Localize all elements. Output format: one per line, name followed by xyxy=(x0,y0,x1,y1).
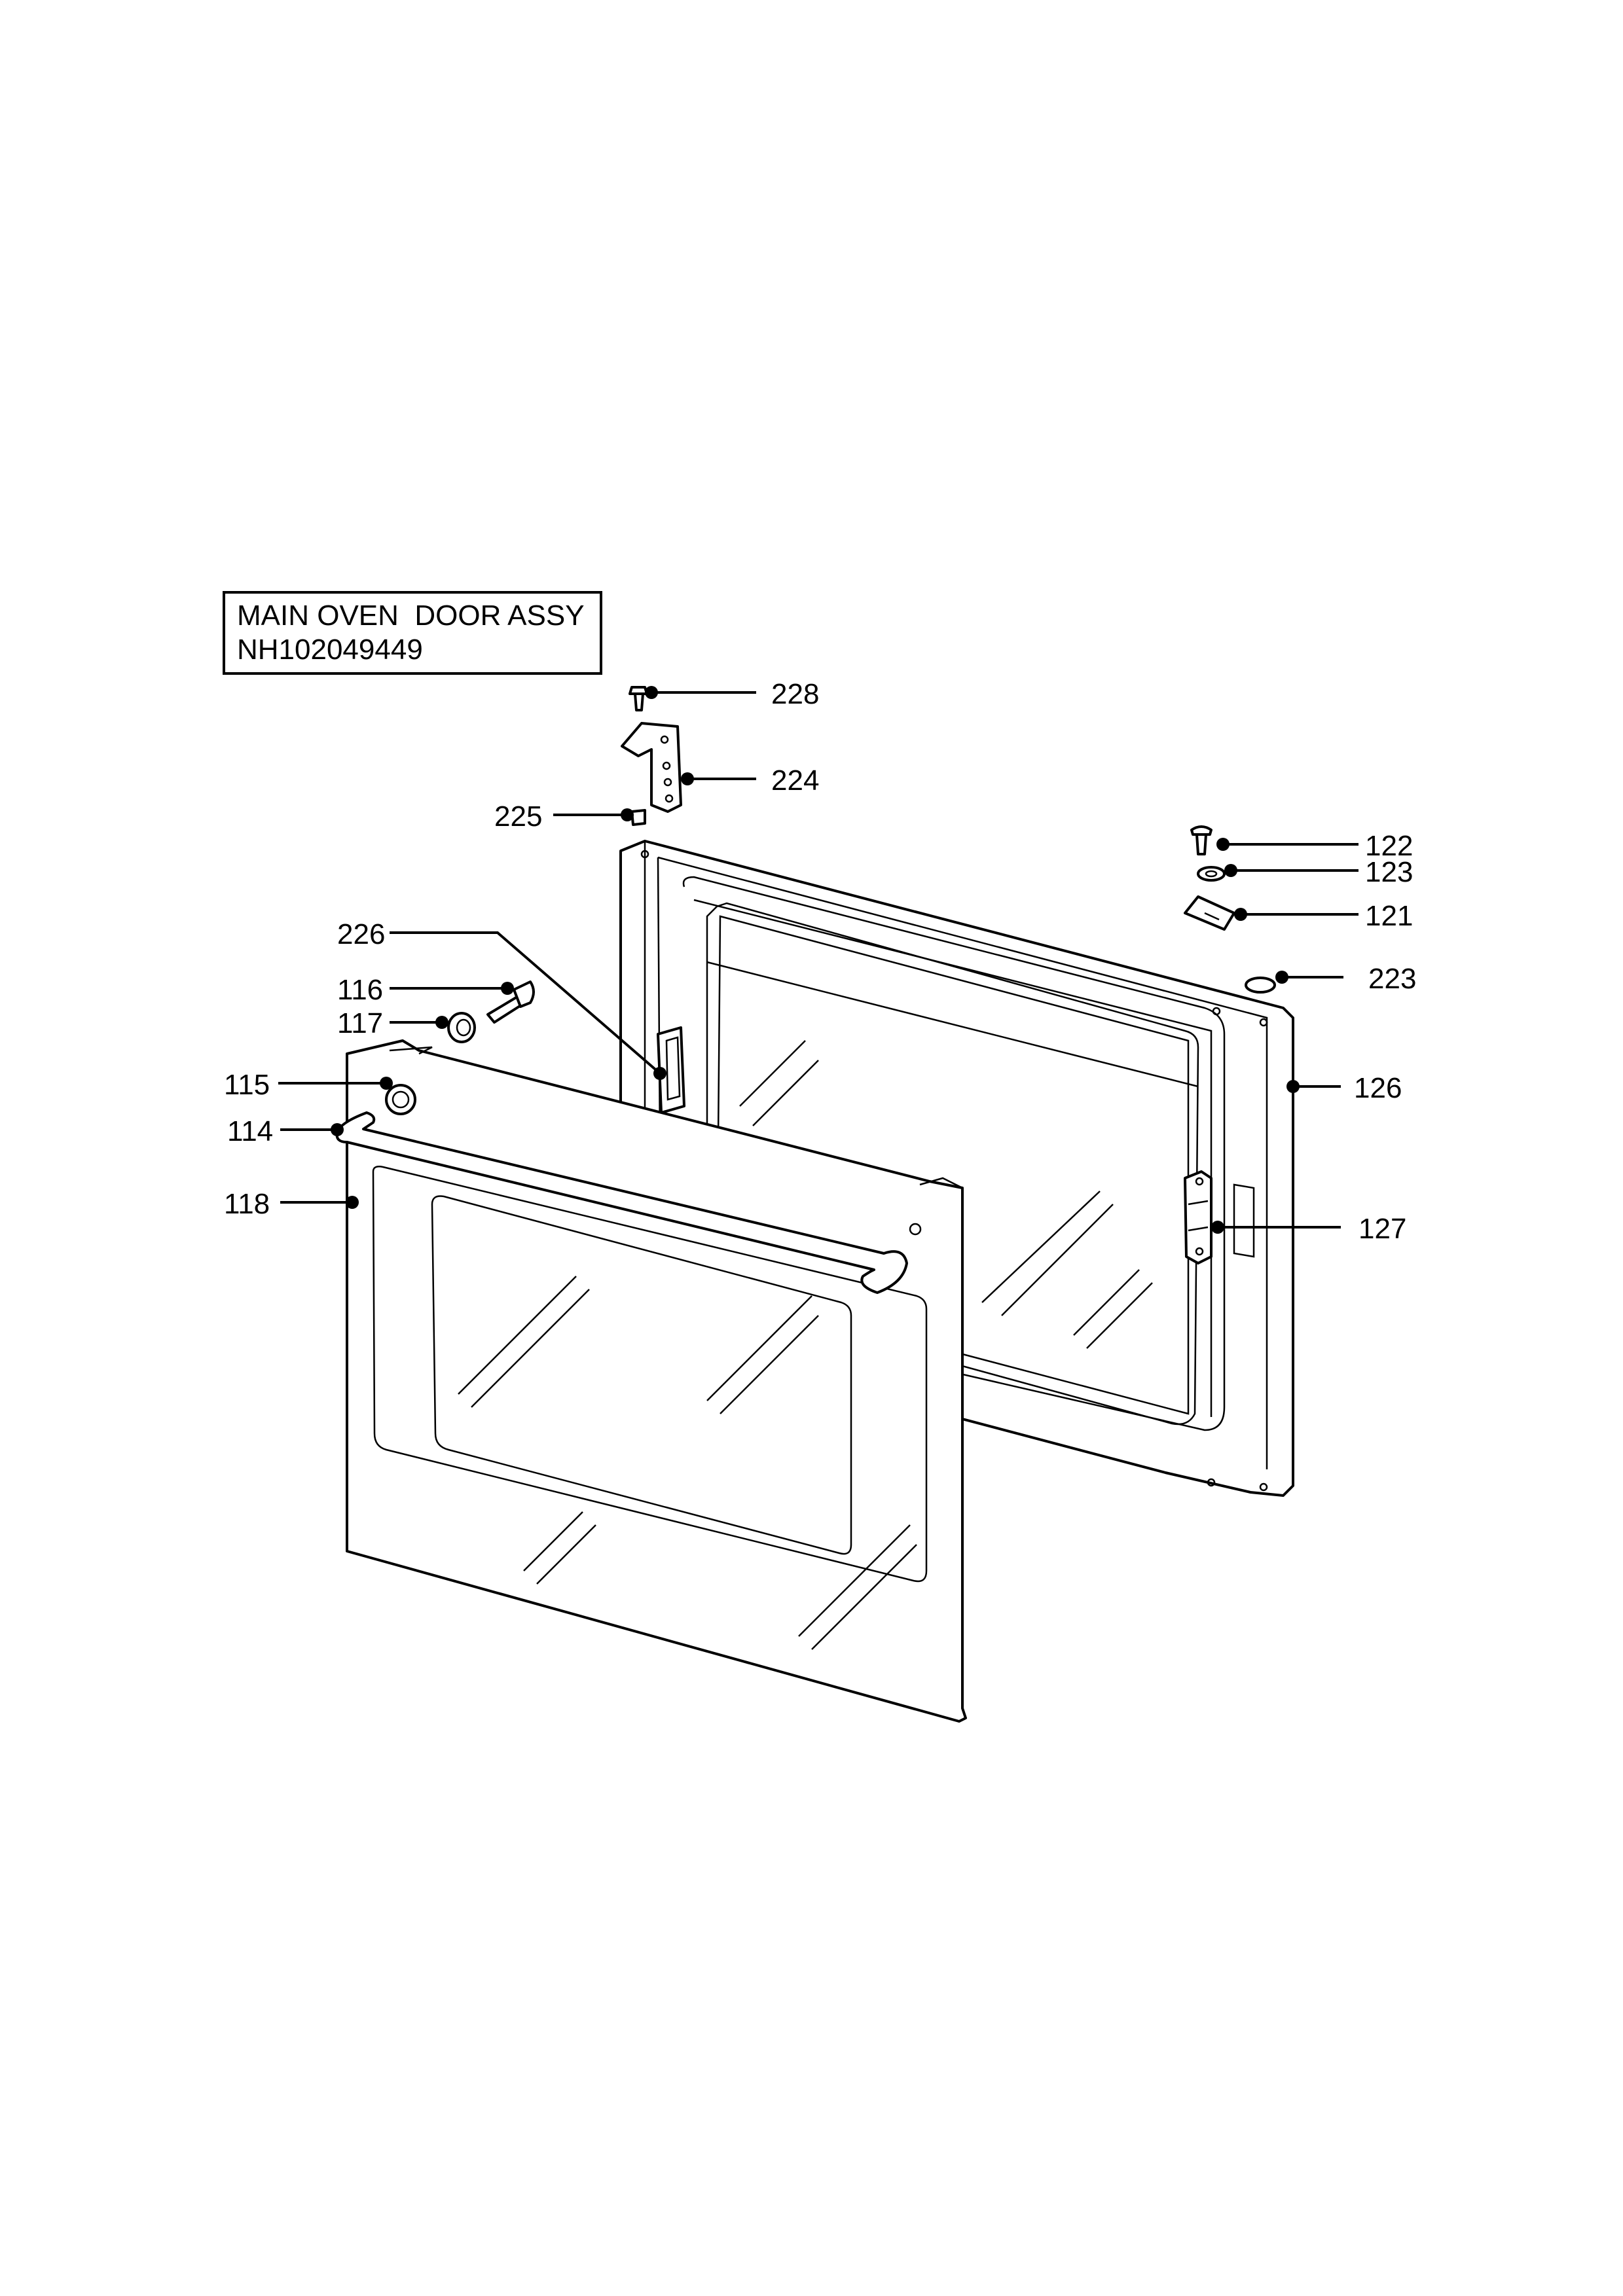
hinge-receiver-226 xyxy=(657,1026,685,1114)
callout-114: 114 xyxy=(227,1115,273,1147)
door-handle-114 xyxy=(335,1111,908,1294)
callout-224: 224 xyxy=(771,764,819,797)
callout-123: 123 xyxy=(1365,856,1413,888)
handle-mount-115 xyxy=(385,1084,416,1115)
door-catch-127 xyxy=(1184,1170,1213,1265)
outer-door-glass xyxy=(346,1039,967,1723)
callout-122: 122 xyxy=(1365,830,1413,862)
callout-223: 223 xyxy=(1368,963,1416,995)
callout-121: 121 xyxy=(1365,900,1413,932)
washer-123 xyxy=(1197,866,1226,882)
screw-116 xyxy=(486,980,535,1024)
callout-226: 226 xyxy=(337,918,385,950)
callout-117: 117 xyxy=(337,1007,383,1039)
callout-116: 116 xyxy=(337,974,383,1006)
nut-225 xyxy=(630,809,646,826)
leader-lines xyxy=(278,686,1359,1234)
callout-225: 225 xyxy=(494,800,542,833)
washer-223 xyxy=(1245,977,1276,994)
callout-118: 118 xyxy=(224,1188,270,1220)
part-number: NH102049449 xyxy=(237,634,423,666)
callout-126: 126 xyxy=(1354,1072,1402,1104)
callout-228: 228 xyxy=(771,678,819,710)
hinge-bracket-224 xyxy=(621,722,682,813)
callout-127: 127 xyxy=(1359,1213,1406,1245)
screw-228 xyxy=(629,686,648,711)
callout-labels: 228 224 225 226 116 117 115 114 118 122 … xyxy=(224,678,1416,1245)
screw-122 xyxy=(1190,825,1213,855)
diagram-title: MAIN OVEN DOOR ASSY xyxy=(237,600,585,632)
callout-115: 115 xyxy=(224,1069,270,1101)
title-box: MAIN OVEN DOOR ASSY NH102049449 xyxy=(223,591,602,675)
spacer-117 xyxy=(447,1012,476,1043)
clip-121 xyxy=(1184,895,1235,931)
